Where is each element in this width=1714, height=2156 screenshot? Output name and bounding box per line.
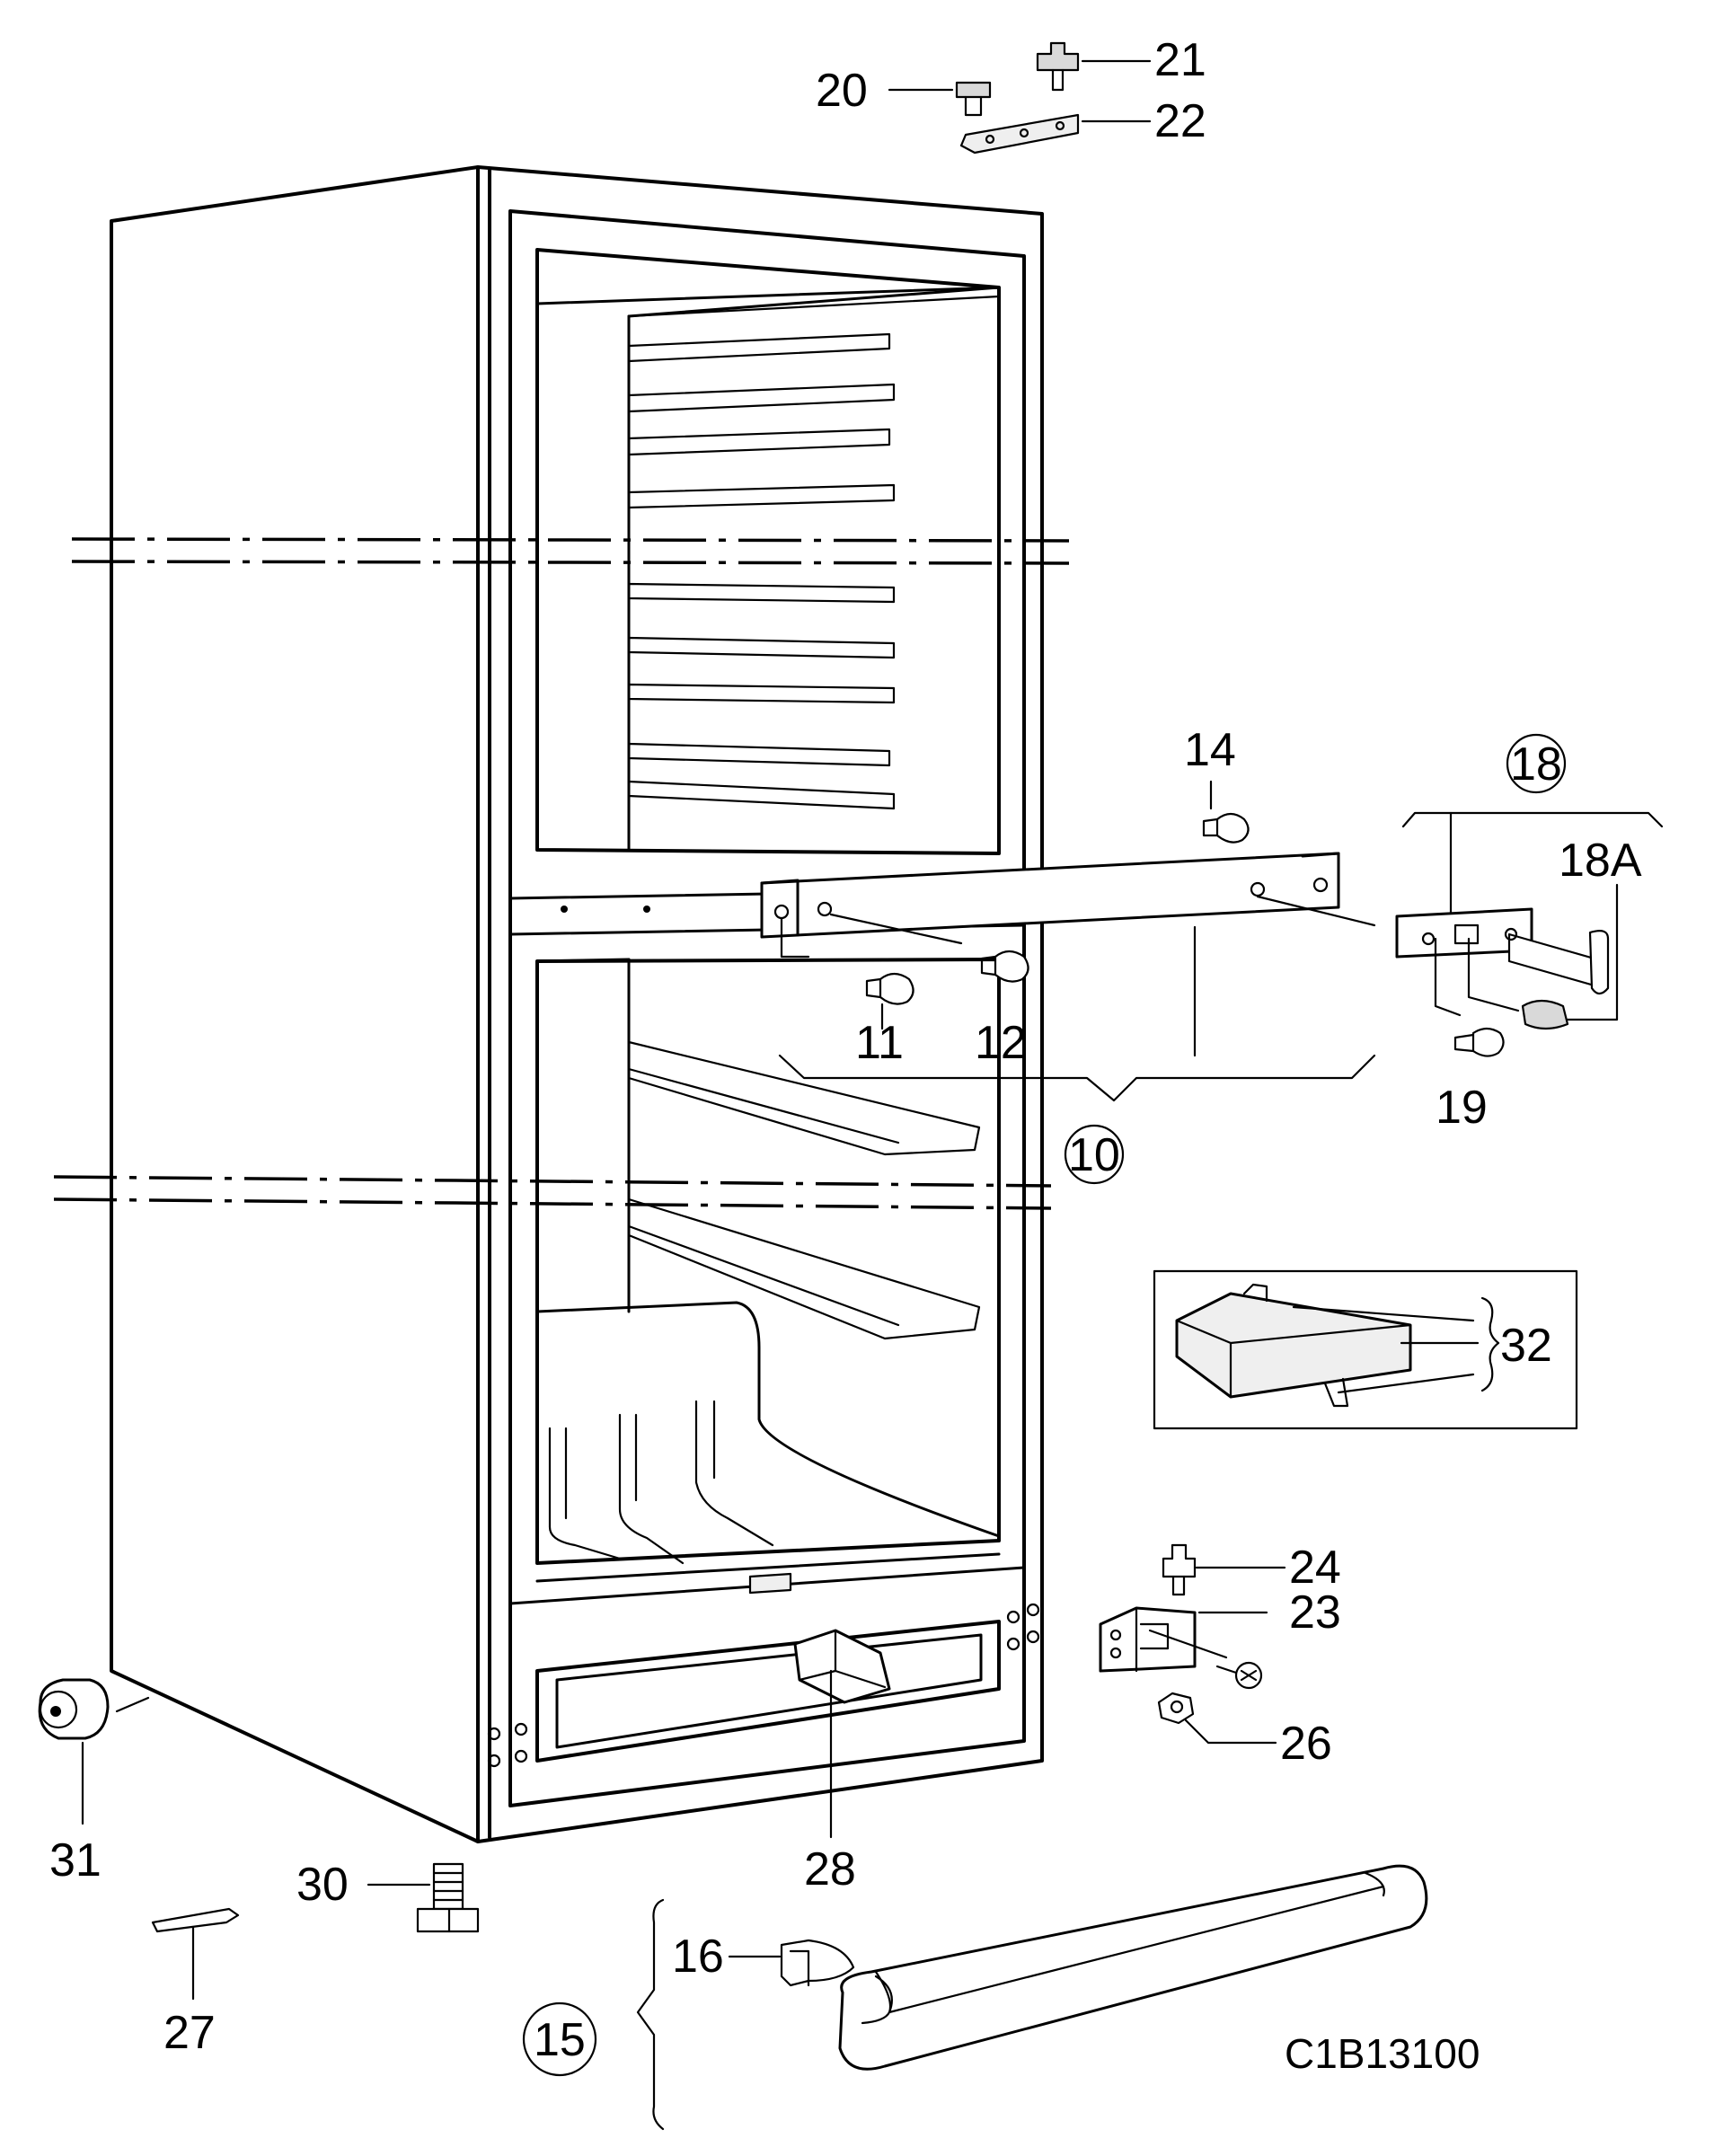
freezer-shelf-rails [627,332,896,810]
callout-14: 14 [1184,724,1236,776]
screw-20 [888,81,992,117]
callout-28: 28 [804,1843,856,1895]
callout-27: 27 [163,2007,216,2059]
nut-26 [1157,1692,1277,1745]
screw-11 [865,972,914,1030]
callout-labels: 20 21 22 14 11 12 18A 19 32 24 23 26 28 … [49,34,1642,2077]
callout-20: 20 [816,65,868,117]
callout-10: 10 [1068,1129,1120,1181]
crossbar-10 [760,852,1376,1102]
floor-ribs [548,1400,774,1565]
callout-18a: 18A [1559,835,1642,887]
fridge-rails [627,1040,981,1340]
hinge-plate-22 [959,113,1152,155]
callout-12: 12 [975,1017,1027,1069]
callout-24: 24 [1289,1542,1341,1594]
screw-hinge [1215,1661,1263,1690]
screw-19 [1453,1027,1505,1057]
tool-27 [151,1907,240,2001]
callout-19: 19 [1436,1082,1488,1134]
inset-box-32 [1153,1269,1578,1430]
callout-18: 18 [1510,738,1562,791]
callout-23: 23 [1289,1586,1341,1639]
callout-30: 30 [296,1859,349,1911]
bottom-hinge-23 [1099,1606,1268,1673]
end-cap-16 [728,1939,855,1987]
callout-11: 11 [855,1017,904,1069]
pin-21 [1036,41,1152,92]
clip-18a [1521,883,1619,1030]
support-28 [793,1629,891,1839]
callout-26: 26 [1280,1718,1332,1770]
screw-14 [1202,780,1250,844]
diagram-code: C1B13100 [1285,2030,1480,2077]
door-handle-15 [636,1864,1428,2131]
hinge-assembly-18 [1395,811,1664,1017]
foot-31 [38,1678,150,1825]
callout-16: 16 [672,1931,724,1983]
pin-24 [1162,1543,1286,1596]
callout-32: 32 [1500,1320,1552,1372]
callout-22: 22 [1154,95,1206,147]
callout-21: 21 [1154,34,1206,86]
screw-12 [980,950,1029,1026]
bolt-30 [367,1862,480,1933]
callout-15: 15 [534,2014,586,2066]
section-break-lines [53,537,1070,1210]
callout-31: 31 [49,1834,102,1886]
